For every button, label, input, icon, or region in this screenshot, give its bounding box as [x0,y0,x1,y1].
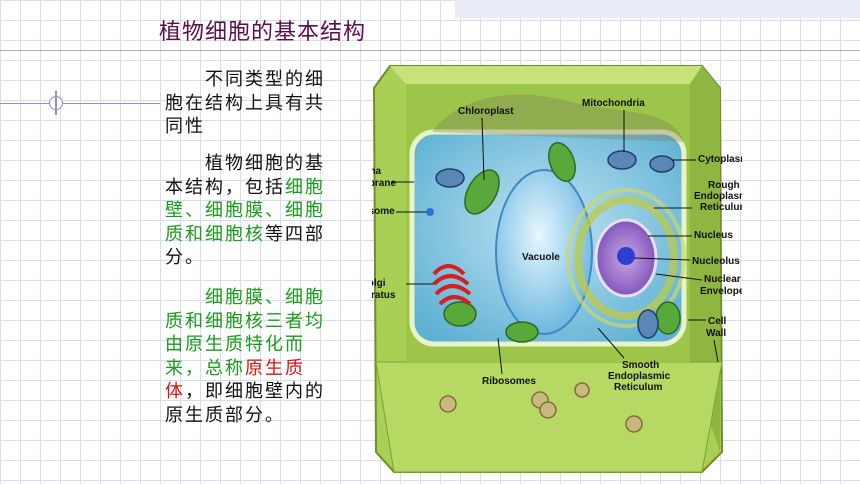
label-golgi-2: Apparatus [372,290,396,301]
plasmodesmata-shapes [439,382,643,433]
structure-lead: 植物细胞的基本结构，包括 [165,153,325,198]
vacuole-shape [495,169,593,335]
label-cytoplasm: Cytoplasm [698,154,742,165]
label-smooth-er-2: Endoplasmic [608,371,671,382]
structure-parts: 细胞壁、细胞膜、细胞质和细胞核 [165,176,325,245]
protoplast-part2: 者均由原生质特化而来，总称 [165,310,325,379]
cell-top-shadow [432,94,684,142]
label-nucleus: Nucleus [694,230,733,241]
crosshair-icon [49,91,63,115]
mitochondria-shapes [435,150,675,339]
protoplast-part3: ，即细胞壁内的原生质部分。 [165,381,325,426]
golgi-shape [432,264,472,306]
paragraph-commonality: 不同类型的细胞在结构上具有共同性 [165,69,325,137]
label-nuclear-envelope-2: Envelope [700,286,742,297]
label-smooth-er-3: Reticulum [614,382,662,393]
label-nuclear-envelope-1: Nuclear [704,274,741,285]
rough-er-shape [566,188,686,328]
peroxisome-shape [426,208,434,216]
paragraph-protoplast: 细胞膜、细胞质和细胞核三者均由原生质特化而来，总称原生质体，即细胞壁内的原生质部… [165,286,335,427]
label-rough-er-2: Endoplasmic [694,191,742,202]
chloroplast-shapes [443,142,681,343]
label-nucleolus: Nucleolus [692,256,740,267]
label-chloroplast: Chloroplast [458,106,514,117]
label-mitochondria: Mitochondria [582,98,645,109]
protoplast-term: 原生质体 [165,357,305,403]
label-rough-er-3: Reticulum [700,202,742,213]
structure-tail: 等四部分。 [165,223,325,269]
paragraph-basic-structure: 植物细胞的基本结构，包括细胞壁、细胞膜、细胞质和细胞核等四部分。 [165,152,335,270]
label-vacuole: Vacuole [522,252,560,263]
label-plasma-membrane-2: Membrane [372,178,396,189]
label-cell-wall-1: Cell [708,316,727,327]
nucleolus-shape [617,247,635,265]
protoplast-part1: 细胞膜、细胞质和细胞核三 [165,287,325,332]
label-ribosomes: Ribosomes [482,376,536,387]
label-peroxisome: Peroxisome [372,206,395,217]
header-band [455,0,860,18]
plant-cell-diagram: Chloroplast Mitochondria Plasma Membrane… [372,65,742,473]
header-rule [0,50,860,51]
label-cell-wall-2: Wall [706,328,726,339]
label-plasma-membrane-1: Plasma [372,166,381,177]
left-rule [0,103,160,104]
label-smooth-er-1: Smooth [622,360,659,371]
label-golgi-1: Golgi [372,278,386,289]
page-title: 植物细胞的基本结构 [159,20,367,45]
label-rough-er-1: Rough [708,180,740,191]
